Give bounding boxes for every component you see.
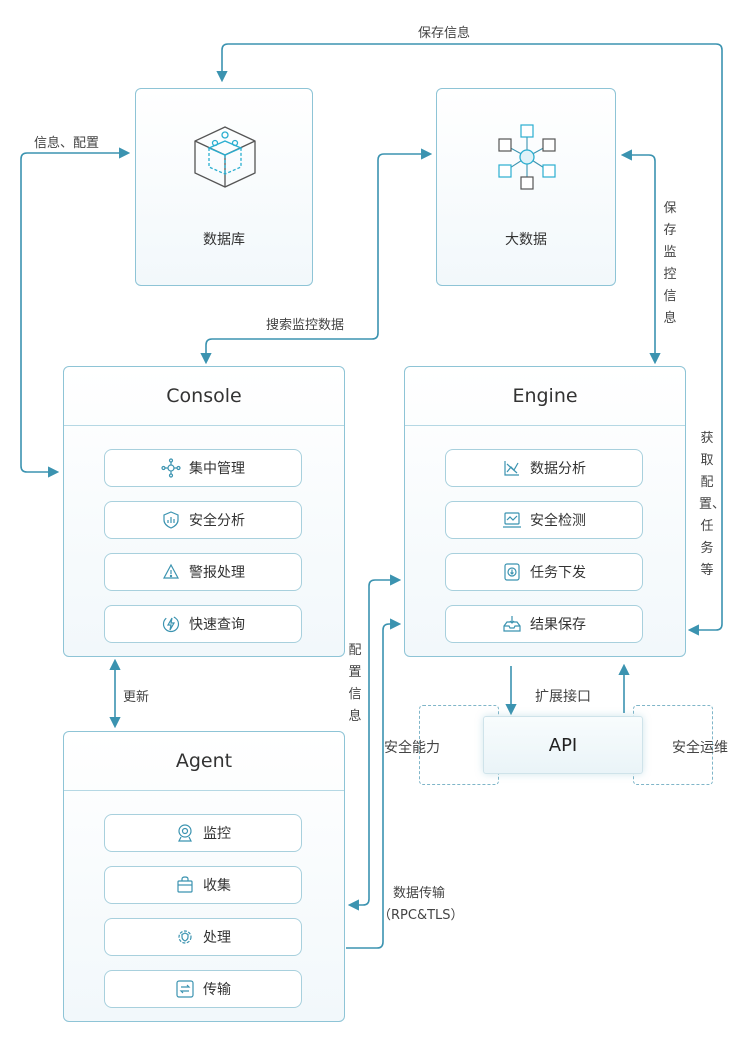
database-cube-icon [194,126,256,188]
agent-item-monitor[interactable]: 监控 [104,814,302,852]
network-cubes-icon [498,124,556,190]
engine-item-result-save[interactable]: 结果保存 [445,605,643,643]
edge-config-info [347,574,402,911]
download-task-icon [504,563,520,581]
transfer-icon [176,980,194,998]
engine-item-label: 任务下发 [530,565,586,581]
security-ops-label: 安全运维 [672,740,728,756]
edge-label-update: 更新 [123,690,150,705]
hub-icon [161,458,181,478]
edge-data-transfer [346,618,402,949]
agent-item-label: 监控 [203,826,231,842]
console-item-label: 安全分析 [189,513,245,529]
edge-search-monitor [200,148,433,365]
engine-item-label: 结果保存 [530,617,586,633]
edge-label-config-info: 配置信息 [348,643,362,724]
engine-item-task-dispatch[interactable]: 任务下发 [445,553,643,591]
console-item-alert-handling[interactable]: 警报处理 [104,553,302,591]
edge-save-info [216,43,723,636]
engine-title: Engine [405,367,685,426]
console-item-label: 快速查询 [189,617,245,633]
extend-interface-label: 扩展接口 [535,689,591,705]
agent-item-label: 处理 [203,930,231,946]
engine-item-label: 数据分析 [530,461,586,477]
agent-item-process[interactable]: 处理 [104,918,302,956]
alert-icon [162,563,180,579]
agent-item-collect[interactable]: 收集 [104,866,302,904]
agent-item-transfer[interactable]: 传输 [104,970,302,1008]
webcam-icon [178,824,192,842]
console-item-label: 警报处理 [189,565,245,581]
api-box: API [483,716,643,774]
bolt-search-icon [162,615,180,633]
edge-label-save-info: 保存信息 [418,26,471,41]
agent-title: Agent [64,732,344,791]
engine-box: Engine 数据分析 安全检测 任务下发 结果保存 [404,366,686,657]
edge-save-monitor [620,149,661,365]
edge-info-config [20,147,131,478]
console-title: Console [64,367,344,426]
monitor-scan-icon [503,512,521,528]
edge-label-get-config: 获取配置、任务等 [699,431,726,578]
edge-label-data-transfer-proto: （RPC&TLS） [378,908,464,923]
tray-save-icon [503,616,521,632]
database-box: 数据库 [135,88,313,286]
edge-label-info-config: 信息、配置 [34,136,100,151]
bag-icon [177,876,193,893]
bigdata-label: 大数据 [505,232,547,248]
engine-item-security-detection[interactable]: 安全检测 [445,501,643,539]
gear-shield-icon [178,930,192,944]
bigdata-box: 大数据 [436,88,616,286]
edge-label-save-monitor: 保存监控信息 [663,201,677,326]
console-item-quick-query[interactable]: 快速查询 [104,605,302,643]
agent-item-label: 传输 [203,982,231,998]
agent-item-label: 收集 [203,878,231,894]
engine-item-data-analysis[interactable]: 数据分析 [445,449,643,487]
engine-item-label: 安全检测 [530,513,586,529]
database-label: 数据库 [203,232,245,248]
console-item-centralized-management[interactable]: 集中管理 [104,449,302,487]
edge-label-search-monitor: 搜索监控数据 [266,318,345,333]
console-item-security-analysis[interactable]: 安全分析 [104,501,302,539]
scatter-chart-icon [504,461,519,476]
console-item-label: 集中管理 [189,461,245,477]
security-capability-label: 安全能力 [384,740,440,756]
edge-label-data-transfer: 数据传输 [393,886,446,901]
shield-chart-icon [163,511,179,529]
agent-box: Agent 监控 收集 处理 传输 [63,731,345,1022]
console-box: Console 集中管理 安全分析 警报处理 快速查询 [63,366,345,657]
